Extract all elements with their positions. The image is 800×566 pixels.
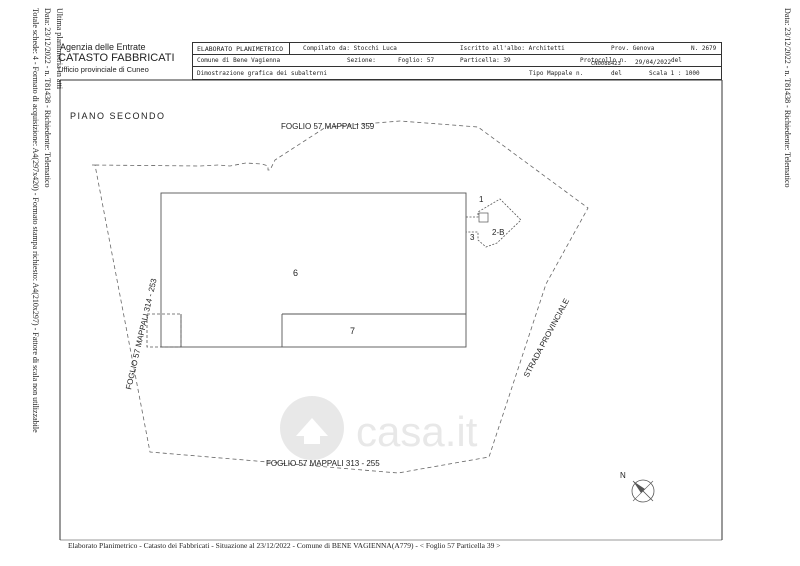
north-arrow-icon xyxy=(631,479,655,503)
agency-name: Agenzia delle Entrate xyxy=(60,42,146,52)
stair-box xyxy=(478,212,489,223)
sub-3: 3 xyxy=(470,233,475,242)
sub-2b: 2-B xyxy=(492,228,504,237)
header-scala: Scala 1 : 1000 xyxy=(649,70,700,77)
header-sezione: Sezione: xyxy=(347,57,376,64)
header-del: del xyxy=(671,57,682,64)
building-main xyxy=(160,192,467,348)
watermark-logo xyxy=(280,396,344,460)
label-left-mappali: FOGLIO 57 MAPPALI 314 - 253 xyxy=(124,277,158,390)
header-n: N. 2679 xyxy=(691,45,717,52)
header-particella: Particella: 39 xyxy=(460,57,511,64)
ufficio-label: Ufficio provinciale di Cuneo xyxy=(58,65,149,74)
piano-label: PIANO SECONDO xyxy=(70,111,166,121)
north-label: N xyxy=(620,471,626,480)
header-del2: del xyxy=(611,70,622,77)
label-bottom-mappali: FOGLIO 57 MAPPALI 313 - 255 xyxy=(266,459,380,468)
header-tipo: Tipo Mappale n. xyxy=(529,70,584,77)
header-protocollo: Protocollo n. xyxy=(580,57,627,64)
sub-6: 6 xyxy=(293,268,298,278)
unit-left-box xyxy=(146,313,182,348)
sub-7: 7 xyxy=(350,326,355,336)
header-foglio: Foglio: 57 xyxy=(398,57,435,64)
header-date: 29/04/2022 xyxy=(635,59,672,66)
header-protocollo-num: CN0088423 xyxy=(591,61,621,67)
header-prov: Prov. Genova xyxy=(611,45,655,52)
header-iscritto: Iscritto all'albo: Architetti xyxy=(460,45,565,52)
footer-caption: Elaborato Planimetrico - Catasto dei Fab… xyxy=(68,541,501,550)
header-title: ELABORATO PLANIMETRICO xyxy=(197,45,284,53)
header-compilato: Compilato da: Stocchi Luca xyxy=(303,45,397,52)
catasto-title: CATASTO FABBRICATI xyxy=(58,52,175,64)
stair-unit xyxy=(466,198,522,248)
sub-1: 1 xyxy=(479,195,484,204)
label-top-mappali: FOGLIO 57 MAPPALI 359 xyxy=(281,122,375,131)
label-strada: STRADA PROVINCIALE xyxy=(522,297,571,379)
header-comune: Comune di Bene Vagienna xyxy=(197,57,281,64)
header-dimostrazione: Dimostrazione grafica dei subalterni xyxy=(197,70,328,77)
watermark-text: casa.it xyxy=(356,408,478,455)
